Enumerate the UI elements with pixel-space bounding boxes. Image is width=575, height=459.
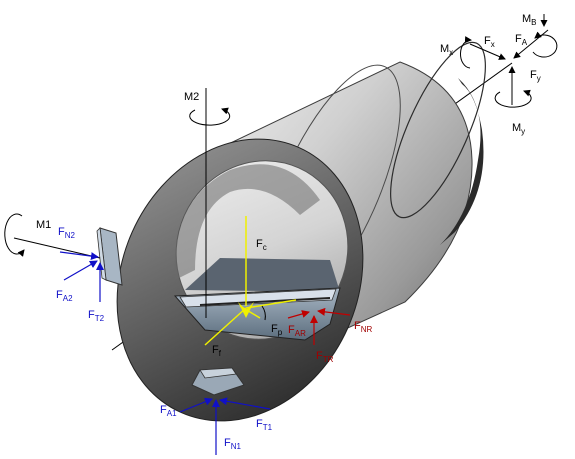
top-right-loads: [460, 14, 558, 108]
label-my: My: [512, 122, 525, 136]
label-fnr: FNR: [354, 320, 373, 334]
bottom-pad-forces: [179, 397, 271, 455]
label-fc: Fc: [256, 238, 267, 252]
m1-moment: [4, 213, 101, 259]
insert-forces: [287, 307, 351, 345]
label-fn2: FN2: [58, 226, 76, 240]
label-ftr: FTR: [316, 350, 334, 364]
label-fa1: FA1: [160, 404, 177, 418]
tool-body: [116, 41, 486, 422]
label-fx: Fx: [484, 35, 495, 49]
label-fa2: FA2: [56, 289, 73, 303]
label-fa-top: FA: [515, 33, 528, 47]
label-ft1: FT1: [256, 418, 273, 432]
cutting-insert: [173, 287, 341, 341]
label-mb: MB: [522, 13, 537, 27]
label-mx: Mx: [440, 43, 453, 57]
left-pad-forces: [59, 251, 104, 302]
cutout-floor: [185, 258, 340, 292]
guide-pad-left: [96, 227, 123, 286]
label-m1: M1: [36, 219, 51, 231]
label-fn1: FN1: [224, 437, 242, 451]
label-ft2: FT2: [88, 309, 105, 323]
guide-pad-bottom: [191, 367, 245, 396]
label-fy: Fy: [530, 69, 541, 83]
label-fp: Fp: [271, 323, 283, 337]
label-m2: M2: [184, 91, 199, 103]
cutting-force-arrows: [204, 216, 297, 346]
label-far: FAR: [288, 324, 306, 338]
m2-moment: [189, 88, 231, 318]
label-ff: Ff: [212, 344, 222, 358]
